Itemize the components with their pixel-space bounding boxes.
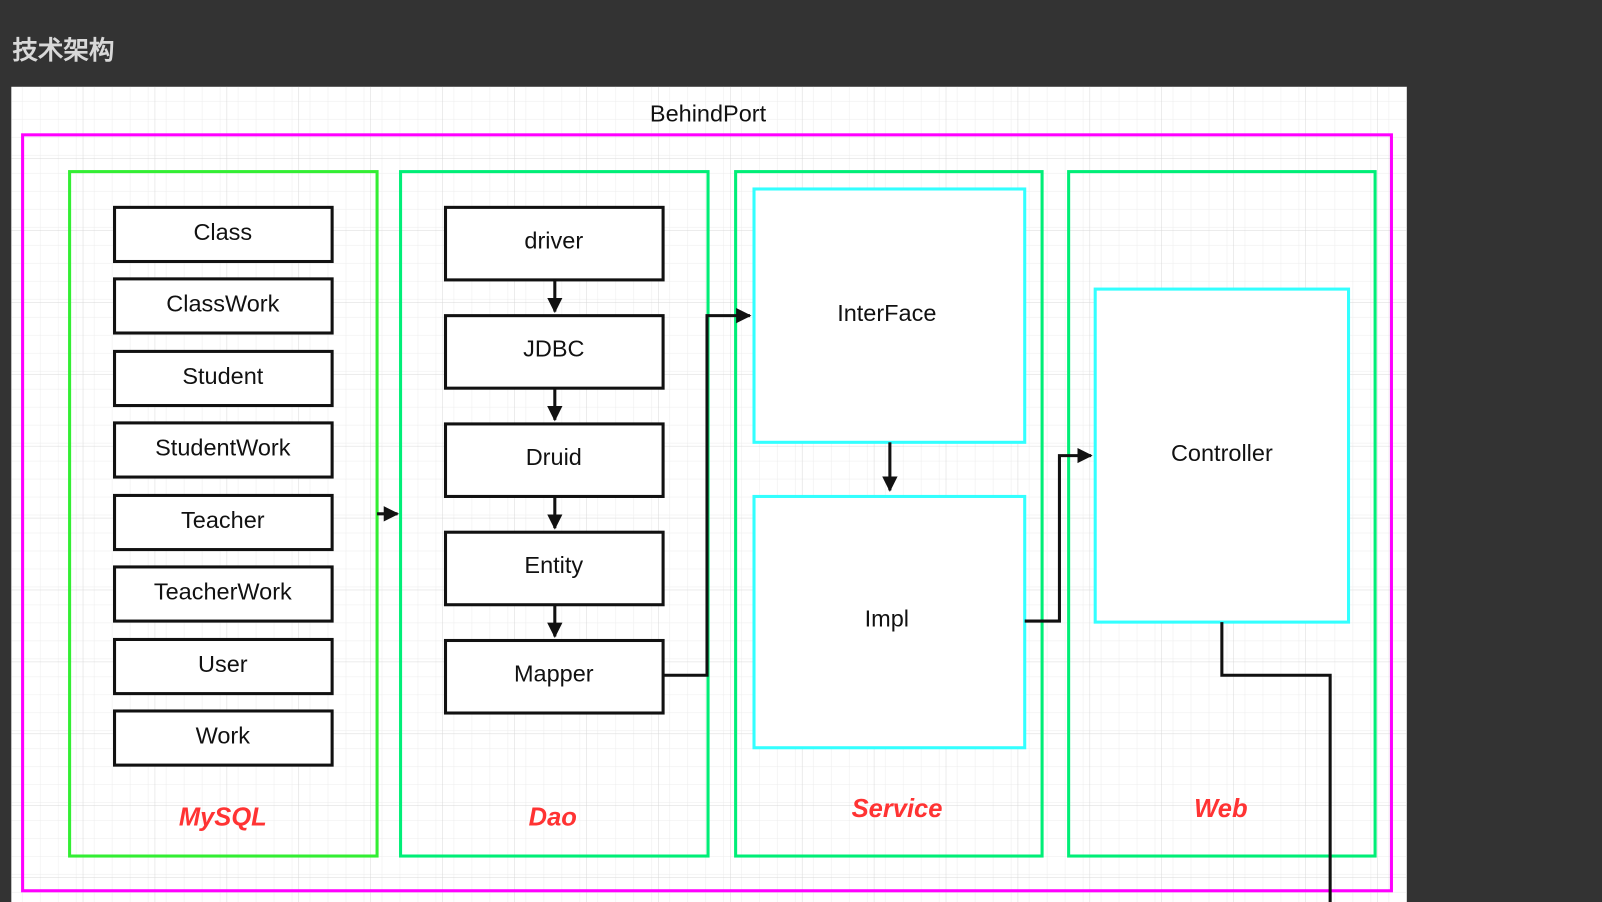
service-node-interface: InterFace — [752, 187, 1027, 444]
diagram-title: BehindPort — [650, 101, 767, 127]
node-label: ClassWork — [166, 291, 279, 317]
section-heading: 技术架构 — [12, 36, 114, 66]
dao-node-druid: Druid — [443, 422, 665, 498]
mysql-table-classwork: ClassWork — [113, 277, 334, 335]
architecture-diagram: BehindPort MySQL Dao Service Web Class C… — [11, 86, 1407, 902]
service-node-impl: Impl — [752, 494, 1027, 750]
web-node-controller: Controller — [1093, 287, 1351, 624]
node-label: Class — [193, 219, 252, 245]
node-label: driver — [524, 227, 583, 253]
mysql-table-teacherwork: TeacherWork — [113, 565, 334, 623]
node-label: TeacherWork — [154, 579, 292, 605]
layer-label-web: Web — [1194, 795, 1247, 823]
dao-node-driver: driver — [443, 205, 665, 282]
node-label: User — [198, 651, 248, 677]
mysql-table-user: User — [113, 637, 334, 696]
layer-label-service: Service — [852, 795, 943, 823]
mysql-table-studentwork: StudentWork — [113, 421, 334, 479]
arrow-mapper-interface — [663, 307, 752, 677]
node-label: Controller — [1171, 440, 1273, 466]
layer-service — [734, 170, 1044, 858]
mysql-table-teacher: Teacher — [113, 493, 334, 552]
node-label: JDBC — [523, 336, 584, 362]
layer-label-dao: Dao — [529, 803, 577, 831]
node-label: Entity — [524, 552, 583, 578]
node-label: Work — [196, 723, 251, 749]
dao-node-entity: Entity — [443, 530, 665, 607]
node-label: StudentWork — [155, 435, 291, 461]
node-label: Mapper — [514, 660, 594, 686]
mysql-table-class: Class — [113, 205, 334, 264]
node-label: Impl — [865, 605, 909, 631]
dao-node-jdbc: JDBC — [443, 314, 665, 390]
arrow-impl-controller — [1024, 447, 1093, 623]
dao-node-mapper: Mapper — [443, 638, 665, 715]
node-label: Teacher — [181, 507, 265, 533]
connector-controller-out — [1220, 622, 1332, 902]
node-label: Student — [182, 363, 263, 389]
mysql-table-work: Work — [113, 709, 334, 767]
node-label: Druid — [526, 444, 582, 470]
layer-web — [1067, 170, 1377, 858]
mysql-table-student: Student — [113, 349, 334, 408]
outer-container — [21, 133, 1393, 893]
layer-label-mysql: MySQL — [179, 803, 267, 831]
node-label: InterFace — [837, 300, 936, 326]
